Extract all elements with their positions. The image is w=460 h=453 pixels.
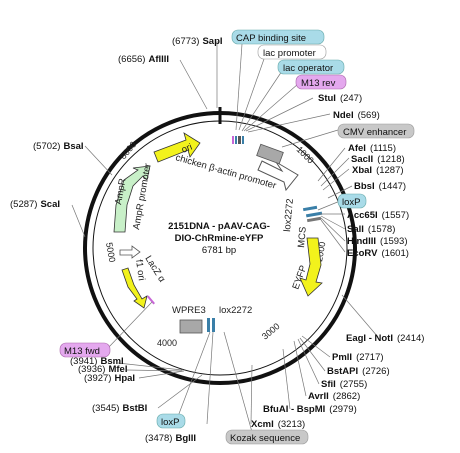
lac-promoter-label: lac promoter <box>263 48 316 59</box>
site-bglii[interactable]: (3478)BglII <box>145 433 196 444</box>
ampr-promoter-feature[interactable] <box>119 245 141 259</box>
loxp-right-box[interactable] <box>337 193 367 209</box>
site-hpai[interactable]: (3927)HpaI <box>84 373 135 384</box>
f1ori-label: f1 ori <box>133 259 147 281</box>
loxp-bottom-label: loxP <box>161 417 179 428</box>
site-ecorv[interactable]: EcoRV(1601) <box>347 248 409 259</box>
m13-fwd-label: M13 fwd <box>64 346 100 357</box>
cap-binding-site-label: CAP binding site <box>236 33 306 44</box>
ori-label: ori <box>180 142 194 156</box>
leader-lines <box>71 41 379 433</box>
site-sali[interactable]: SalI(1578) <box>347 224 395 235</box>
cap-binding-site-box[interactable] <box>231 29 325 45</box>
lacz-feature[interactable] <box>121 267 148 309</box>
chicken-actin-promoter-feature[interactable] <box>257 160 299 192</box>
cap-site-mark <box>242 136 244 144</box>
site-xcmi[interactable]: XcmI(3213) <box>251 419 305 430</box>
site-bsmi[interactable]: (3941)BsmI <box>70 356 124 367</box>
m13-fwd-box[interactable] <box>59 342 111 358</box>
lac-operator-label: lac operator <box>283 63 333 74</box>
lox2272-bottom-mark <box>207 318 210 332</box>
tick-4000: 4000 <box>157 338 177 348</box>
site-bfuai-bspmi[interactable]: BfuAI - BspMI(2979) <box>263 404 357 415</box>
mcs-label: MCS <box>296 226 309 248</box>
ampr-feature[interactable] <box>113 165 151 233</box>
mcs-gray-mark <box>306 216 322 223</box>
site-sacii[interactable]: SacII(1218) <box>351 154 405 165</box>
site-sfii[interactable]: SfiI(2755) <box>321 379 367 390</box>
plasmid-title-line1: 2151DNA - pAAV-CAG- <box>168 221 270 232</box>
wpre3-feature[interactable] <box>179 319 203 334</box>
site-bsai[interactable]: (5702)BsaI <box>33 141 84 152</box>
site-xbai[interactable]: XbaI(1287) <box>352 165 404 176</box>
lac-operator-box[interactable] <box>277 59 345 75</box>
plasmid-length: 6781 bp <box>202 245 236 256</box>
lac-promoter-mark <box>238 136 241 144</box>
site-sapi[interactable]: (6773)SapI <box>172 36 223 47</box>
kozak-sequence-label: Kozak sequence <box>230 433 300 444</box>
site-bstapi[interactable]: BstAPI(2726) <box>327 366 390 377</box>
kozak-sequence-box[interactable] <box>225 429 309 445</box>
loxp-right-label: loxP <box>342 197 360 208</box>
loxp-right-mark <box>305 211 323 218</box>
tick-5000: 5000 <box>104 242 117 263</box>
site-eagi-noti[interactable]: EagI - NotI(2414) <box>346 333 424 344</box>
site-mfei[interactable]: (3936)MfeI <box>78 364 127 375</box>
m13-rev-mark <box>232 136 234 144</box>
lox2272-top-mark <box>302 205 318 212</box>
site-stui[interactable]: StuI(247) <box>318 93 362 104</box>
plasmid-title-line2: DIO-ChRmine-eYFP <box>175 233 264 244</box>
m13-rev-box[interactable] <box>295 74 347 90</box>
ori-feature[interactable] <box>153 132 201 163</box>
m13-rev-label: M13 rev <box>301 78 336 89</box>
site-scai[interactable]: (5287)ScaI <box>10 199 60 210</box>
site-acc65i[interactable]: Acc65I(1557) <box>347 210 409 221</box>
site-hindiii[interactable]: HindIII(1593) <box>347 236 408 247</box>
ampr-label: AmpR <box>113 177 128 205</box>
cmv-enhancer-box[interactable] <box>337 123 415 139</box>
site-ndei[interactable]: NdeI(569) <box>333 110 380 121</box>
lox2272-bottom-label: lox2272 <box>219 305 252 316</box>
loxp-bottom-box[interactable] <box>156 413 186 429</box>
wpre3-label: WPRE3 <box>172 305 206 316</box>
site-bbsi[interactable]: BbsI(1447) <box>354 181 406 192</box>
cmv-enhancer-label: CMV enhancer <box>343 127 406 138</box>
eyfp-feature[interactable] <box>299 237 323 297</box>
tick-3000: 3000 <box>260 321 282 342</box>
site-afei[interactable]: AfeI(1115) <box>348 143 396 154</box>
site-avrii[interactable]: AvrII(2862) <box>308 391 360 402</box>
site-pmli[interactable]: PmlI(2717) <box>332 352 384 363</box>
lox2272-top-label: lox2272 <box>282 198 296 232</box>
loxp-bottom-mark <box>212 318 215 332</box>
lac-operator-mark <box>235 136 237 144</box>
site-afliii[interactable]: (6656)AflIII <box>118 54 169 65</box>
lac-promoter-box[interactable] <box>257 44 327 60</box>
cmv-enhancer-feature[interactable] <box>256 143 284 165</box>
m13-fwd-mark <box>147 295 155 305</box>
site-bstbi[interactable]: (3545)BstBI <box>92 403 147 414</box>
